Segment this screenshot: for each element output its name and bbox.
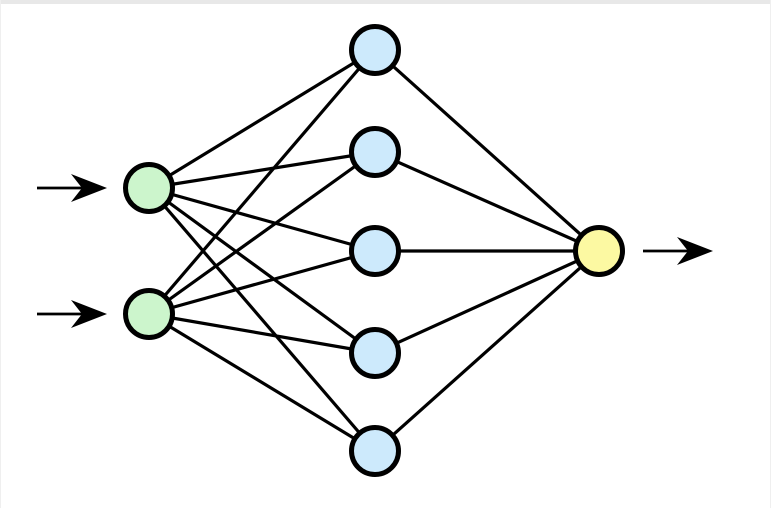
output-arrow-head <box>677 237 713 265</box>
input-arrow-1-head <box>71 174 107 202</box>
window-top-strip <box>1 0 770 4</box>
input-arrow-2-head <box>71 300 107 328</box>
input-node-2 <box>123 288 175 340</box>
hidden-node-5 <box>349 425 401 477</box>
edge-i2-h5 <box>148 312 376 453</box>
hidden-node-3 <box>349 225 401 277</box>
edge-i1-h3 <box>148 186 376 253</box>
edge-h1-o1 <box>373 48 601 253</box>
hidden-node-4 <box>349 327 401 379</box>
edge-h2-o1 <box>374 150 600 253</box>
edge-i2-h1 <box>147 48 377 316</box>
edge-i1-h2 <box>148 150 376 190</box>
hidden-node-2 <box>349 126 401 178</box>
hidden-node-1 <box>349 24 401 76</box>
edge-i1-h1 <box>148 48 376 190</box>
edge-i1-h4 <box>148 186 376 355</box>
input-node-1 <box>123 162 175 214</box>
edge-i2-h4 <box>148 312 376 355</box>
edge-i2-h3 <box>148 249 376 316</box>
edge-h4-o1 <box>374 249 600 355</box>
edge-h5-o1 <box>373 249 601 453</box>
edge-i2-h2 <box>148 150 376 316</box>
output-node-1 <box>573 225 625 277</box>
edge-i1-h5 <box>147 186 377 453</box>
